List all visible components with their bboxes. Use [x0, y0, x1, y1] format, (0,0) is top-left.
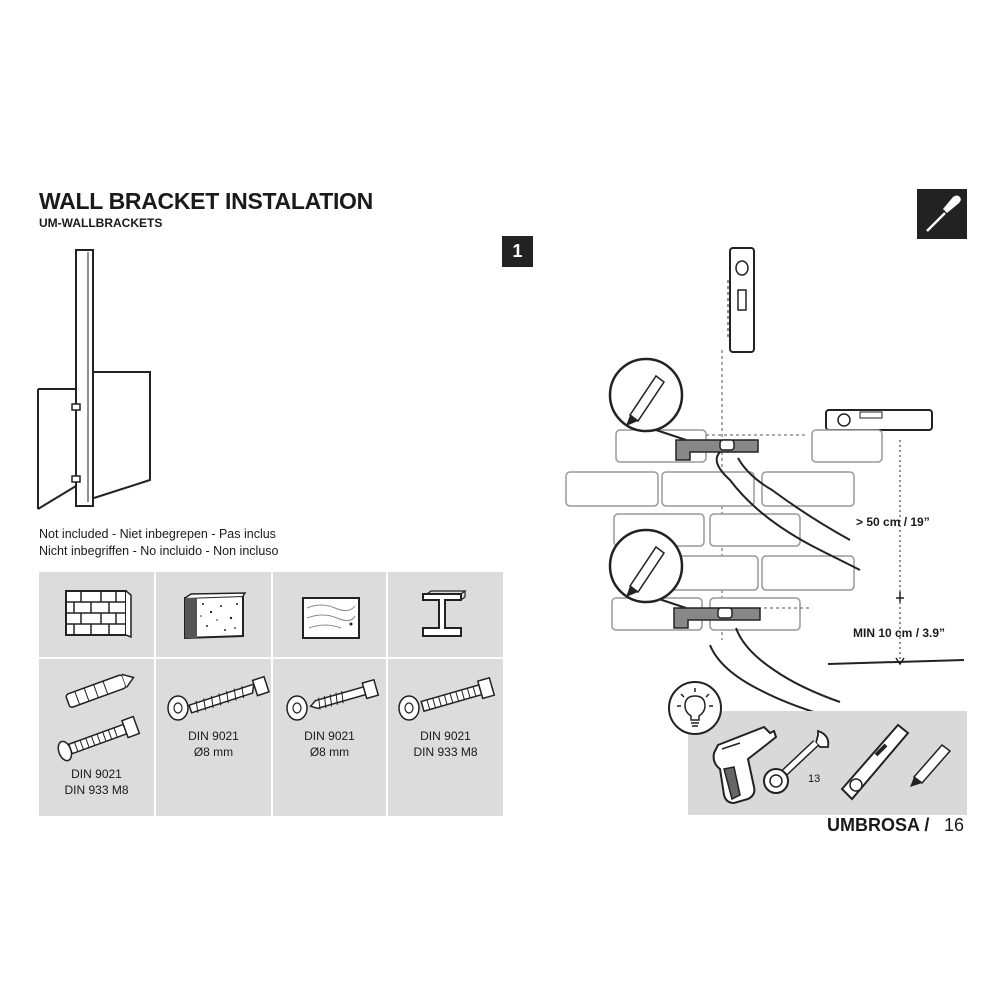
product-code: UM-WALLBRACKETS	[39, 216, 163, 230]
required-tools-panel: 13	[688, 711, 967, 815]
page-number: 16	[944, 815, 965, 835]
min-spacing-upper-label: > 50 cm / 19”	[856, 515, 930, 529]
divider	[386, 572, 388, 816]
brick-wall	[565, 429, 883, 631]
divider	[154, 572, 156, 816]
fixing-label: DIN 9021 Ø8 mm	[156, 728, 271, 760]
min-spacing-lower-label: MIN 10 cm / 3.9”	[853, 626, 946, 640]
concrete-wall-icon	[184, 592, 247, 640]
fixing-label-line: DIN 9021	[420, 729, 471, 743]
step-number-badge: 1	[502, 236, 533, 267]
not-included-line-1: Not included - Niet inbegrepen - Pas inc…	[39, 527, 276, 541]
wrench-size-label: 13	[808, 773, 821, 785]
hand-lower	[709, 644, 841, 721]
spirit-level-icon	[840, 723, 910, 801]
screw-icon	[167, 675, 270, 721]
fixings-table: DIN 9021 DIN 933 M8 DIN 9021 Ø8 mm DIN 9…	[39, 572, 503, 816]
drill-icon	[712, 725, 778, 805]
hex-bolt-icon	[398, 676, 496, 721]
divider	[39, 657, 503, 659]
fixing-label: DIN 9021 Ø8 mm	[273, 728, 386, 760]
wall-bracket-upper	[675, 439, 759, 461]
wall-bracket-lower	[673, 607, 761, 629]
lightbulb-tip-icon	[668, 681, 722, 735]
fixing-label-line: DIN 933 M8	[413, 745, 478, 759]
fixing-label-line: DIN 9021	[71, 767, 122, 781]
fixing-label-line: Ø8 mm	[193, 745, 234, 759]
steel-beam-icon	[422, 590, 467, 637]
fixing-label-line: DIN 9021	[188, 729, 239, 743]
screwdriver-icon	[926, 195, 961, 232]
brand-name: UMBROSA /	[827, 815, 930, 835]
fixing-label-line: DIN 933 M8	[64, 783, 129, 797]
divider	[271, 572, 273, 816]
not-included-line-2: Nicht inbegriffen - No incluido - Non in…	[39, 544, 279, 558]
fixing-label: DIN 9021 DIN 933 M8	[388, 728, 503, 760]
not-included-note: Not included - Niet inbegrepen - Pas inc…	[39, 526, 278, 560]
page-title: WALL BRACKET INSTALATION	[39, 188, 373, 214]
anchor-bolt-icon	[57, 673, 141, 762]
pencil-callout-lower	[608, 528, 687, 609]
hand-upper	[715, 451, 861, 571]
wood-wall-icon	[302, 597, 360, 639]
pole-wall-illustration	[37, 249, 151, 510]
screwdriver-badge	[917, 189, 967, 239]
fixing-label: DIN 9021 DIN 933 M8	[39, 766, 154, 798]
pencil-icon	[910, 743, 952, 787]
brick-wall-icon	[65, 590, 132, 639]
wood-screw-icon	[286, 678, 380, 721]
installation-drawing	[565, 247, 965, 721]
pencil-callout-upper	[608, 357, 687, 441]
wrench-icon	[763, 729, 830, 794]
fixing-label-line: Ø8 mm	[309, 745, 350, 759]
fixing-label-line: DIN 9021	[304, 729, 355, 743]
